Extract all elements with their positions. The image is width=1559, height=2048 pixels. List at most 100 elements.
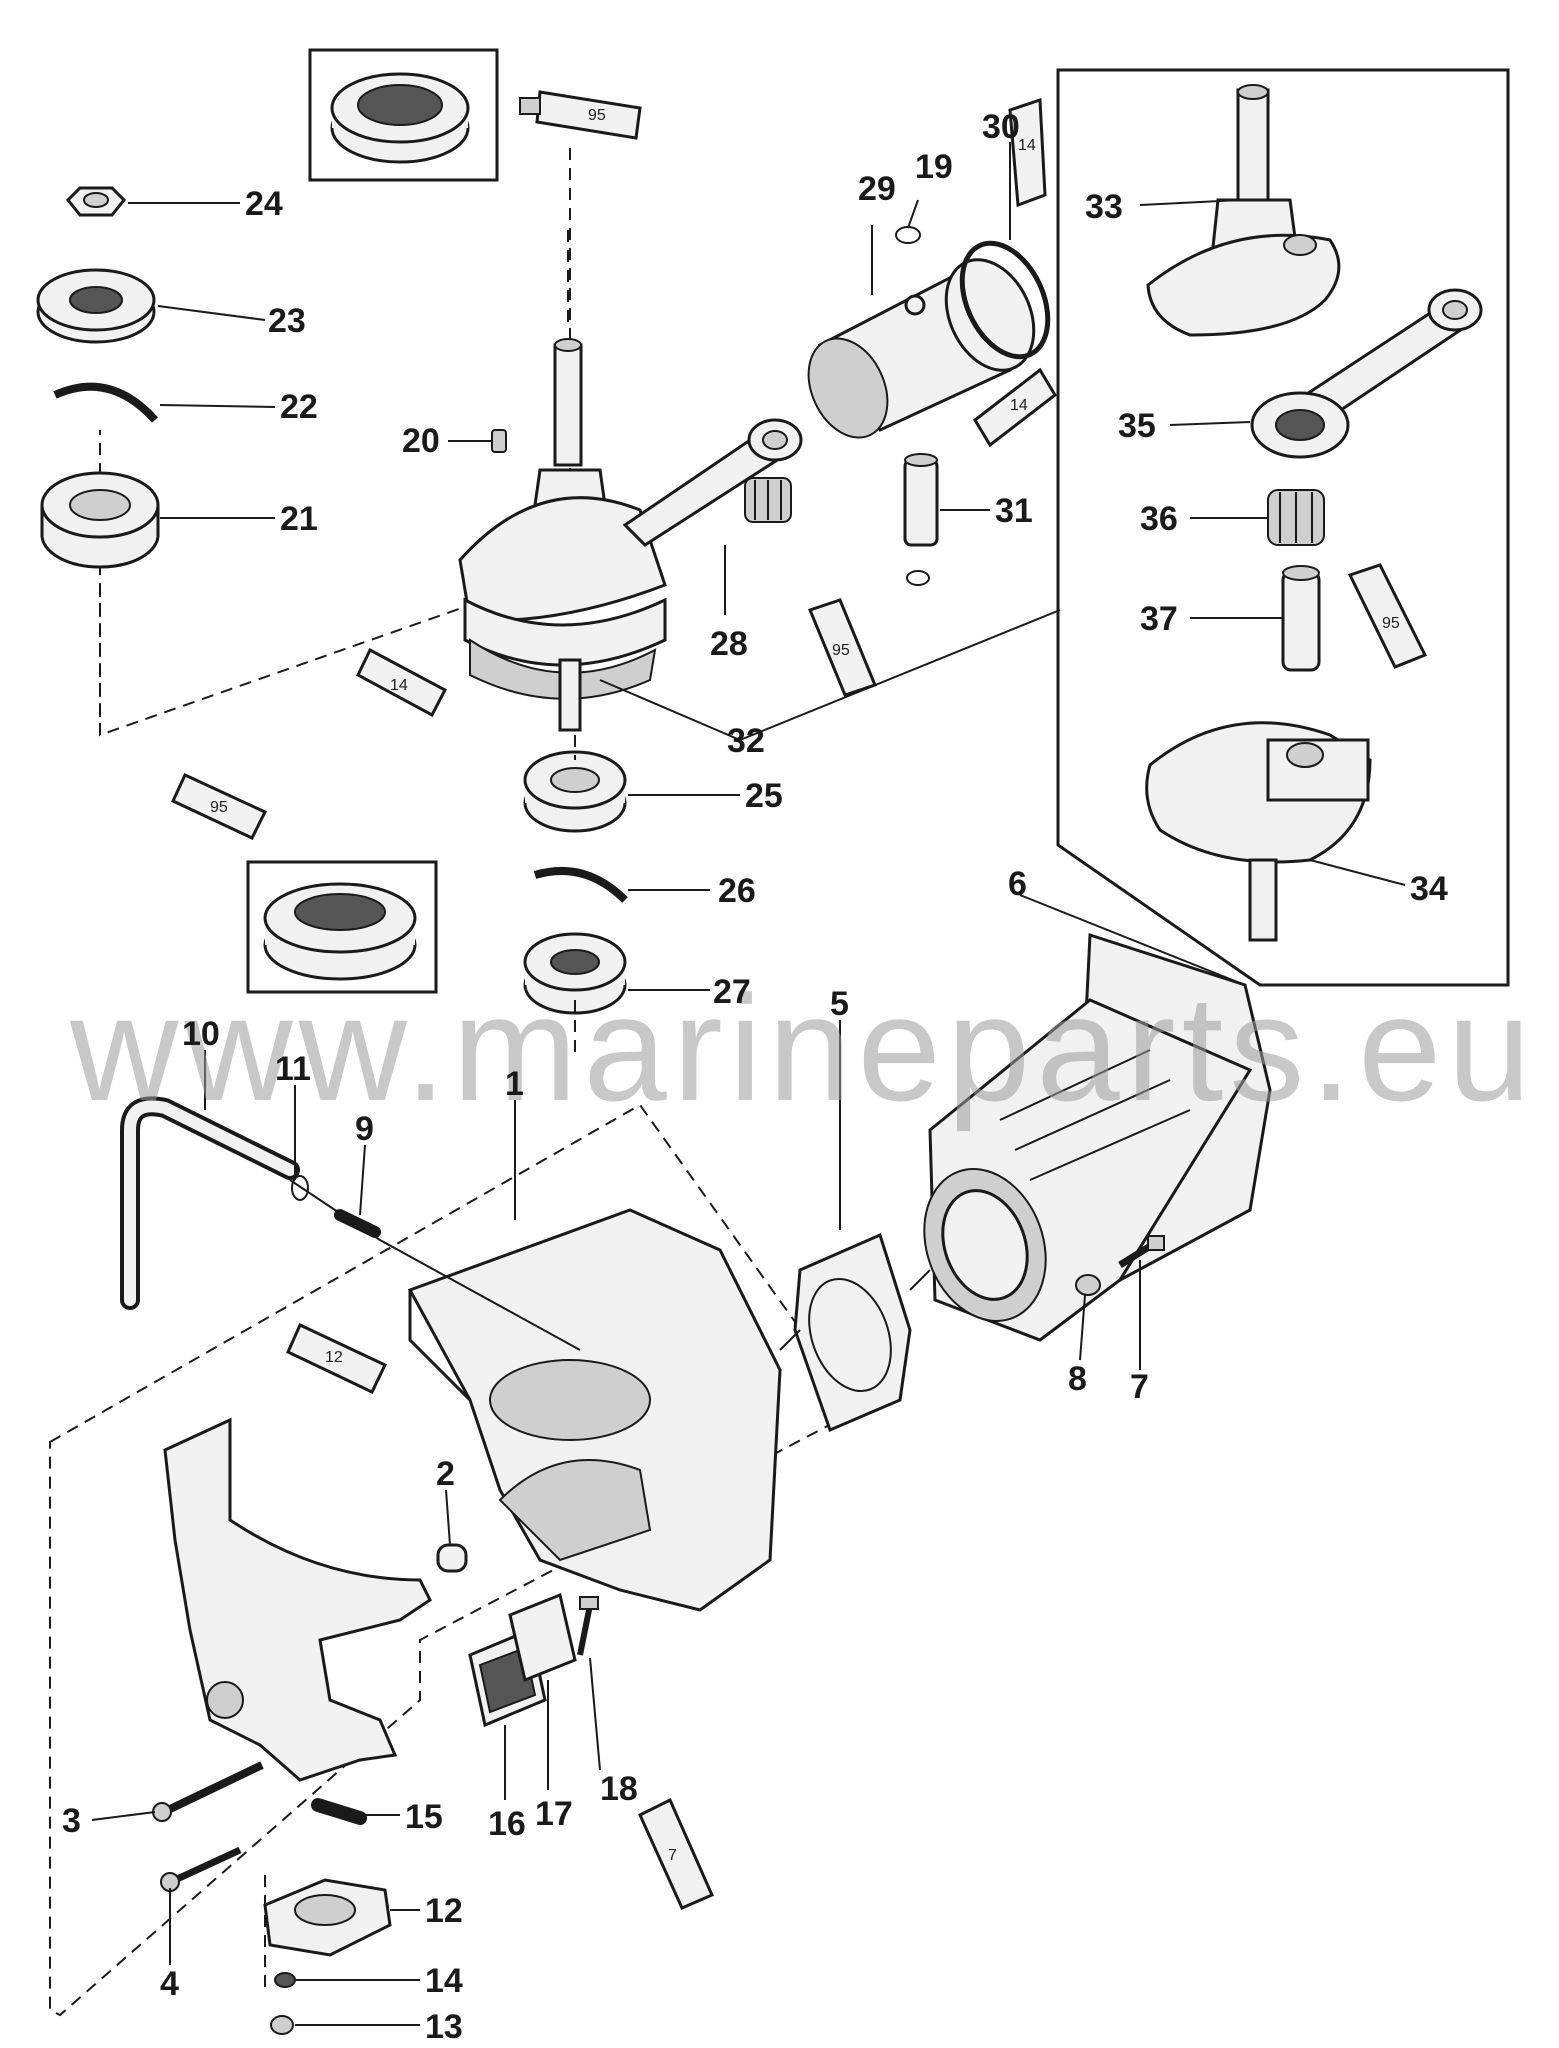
tube-95-top: 95 [519, 90, 642, 140]
part-37-crank-pin-drawing [1281, 565, 1321, 672]
tube-95-right-label: 95 [1382, 615, 1400, 632]
tube-12: 12 [286, 1322, 388, 1394]
part-13-screw-drawing [270, 2015, 294, 2035]
part-25-ball-bearing-drawing [523, 750, 627, 833]
label-13: 13 [425, 2008, 463, 2046]
tube-95-bearing-label: 95 [832, 642, 850, 659]
label-9: 9 [355, 1110, 374, 1148]
assembly-lines [264, 230, 931, 1990]
label-17: 17 [535, 1795, 573, 1833]
label-29: 29 [858, 170, 896, 208]
label-1: 1 [505, 1065, 524, 1103]
label-25: 25 [745, 777, 783, 815]
tube-7-label: 7 [668, 1847, 677, 1864]
label-4: 4 [160, 1965, 179, 2003]
part-35-connecting-rod-drawing [1250, 288, 1483, 459]
part-36-needle-bearing-drawing [1267, 489, 1325, 546]
label-36: 36 [1140, 500, 1178, 538]
part-27-ball-bearing-drawing [523, 932, 627, 1015]
label-18: 18 [600, 1770, 638, 1808]
leader-lines [91, 142, 1406, 2026]
part-15-fitting-drawing [311, 1798, 367, 1825]
label-15: 15 [405, 1798, 443, 1836]
label-6: 6 [1008, 865, 1027, 903]
tube-14-pin-label: 14 [1018, 137, 1036, 154]
part-12-flange-drawing [263, 1878, 392, 1957]
part-14-washer-drawing [274, 1972, 296, 1988]
label-5: 5 [830, 985, 849, 1023]
label-16: 16 [488, 1805, 526, 1843]
label-12: 12 [425, 1892, 463, 1930]
label-27: 27 [713, 973, 751, 1011]
part-20-key-drawing [491, 429, 507, 453]
tube-95-right: 95 [1347, 563, 1428, 669]
seal-detail-bottom-drawing [263, 882, 417, 981]
part-4-bolt-drawing [160, 1846, 242, 1892]
part-2-dowel-drawing [436, 1543, 468, 1573]
label-10: 10 [182, 1015, 220, 1053]
part-10-hose-drawing [120, 1096, 300, 1310]
part-21-ball-bearing-drawing [40, 471, 160, 569]
part-34-crank-half-lower-drawing [1145, 721, 1372, 942]
label-31: 31 [995, 492, 1033, 530]
part-7-bolt-drawing [1118, 1235, 1165, 1268]
label-32: 32 [727, 722, 765, 760]
label-21: 21 [280, 500, 318, 538]
label-3: 3 [62, 1802, 81, 1840]
crank-kit-box [1056, 68, 1510, 987]
tube-95-top-label: 95 [588, 107, 606, 124]
tube-95-seal-label: 95 [210, 799, 228, 816]
label-24: 24 [245, 185, 283, 223]
part-22-retaining-ring-drawing [53, 382, 158, 423]
part-17-reed-stop-drawing [508, 1592, 577, 1683]
label-19: 19 [915, 148, 953, 186]
part-28-needle-bearing-drawing [744, 477, 792, 523]
label-23: 23 [268, 302, 306, 340]
tube-14-crank-label: 14 [390, 677, 408, 694]
tube-95-seal: 95 [171, 773, 268, 840]
label-33: 33 [1085, 188, 1123, 226]
label-30: 30 [982, 108, 1020, 146]
label-34: 34 [1410, 870, 1448, 908]
label-22: 22 [280, 388, 318, 426]
tube-12-label: 12 [325, 1349, 343, 1366]
part-31-piston-pin-drawing [903, 453, 939, 586]
crankshaft-drawing [458, 338, 667, 732]
tube-14-ring-label: 14 [1010, 397, 1028, 414]
seal-detail-box-bottom [246, 860, 438, 994]
label-14: 14 [425, 1962, 463, 2000]
label-7: 7 [1130, 1368, 1149, 1406]
connecting-rod-drawing [622, 418, 803, 547]
part-6-cylinder-drawing [923, 932, 1272, 1342]
seal-detail-top-drawing [330, 72, 470, 164]
watermark-text: www.marineparts.eu [69, 964, 1537, 1132]
part-33-crank-half-upper-drawing [1146, 84, 1341, 337]
tube-95-bearing: 95 [808, 598, 877, 697]
part-29-piston-drawing [807, 258, 1036, 439]
label-2: 2 [436, 1455, 455, 1493]
label-20: 20 [402, 422, 440, 460]
part-3-bolt-drawing [152, 1761, 264, 1822]
part-18-screw-drawing [577, 1596, 599, 1656]
crankcase-dashed-box [49, 1103, 860, 2017]
part-5-gasket-drawing [793, 1232, 912, 1433]
part-30-piston-ring-drawing [959, 240, 1051, 360]
label-35: 35 [1118, 407, 1156, 445]
part-11-clamp-drawing [291, 1175, 309, 1201]
crankcase-cover-drawing [163, 1417, 432, 1782]
part-1-crankcase-drawing [407, 1208, 782, 1612]
tube-14-ring: 14 [973, 367, 1057, 448]
seal-detail-box-top [308, 48, 499, 182]
label-11: 11 [275, 1050, 311, 1088]
label-8: 8 [1068, 1360, 1087, 1398]
part-26-retaining-ring-drawing [533, 866, 628, 903]
part-labels: 24 23 22 21 20 29 19 30 31 28 32 33 35 3… [62, 108, 1448, 2046]
label-37: 37 [1140, 600, 1178, 638]
label-26: 26 [718, 872, 756, 910]
tube-7: 7 [638, 1797, 714, 1910]
tube-14-crank: 14 [356, 647, 448, 718]
part-23-oil-seal-drawing [36, 268, 156, 344]
tube-14-pin: 14 [1008, 97, 1047, 208]
label-28: 28 [710, 625, 748, 663]
